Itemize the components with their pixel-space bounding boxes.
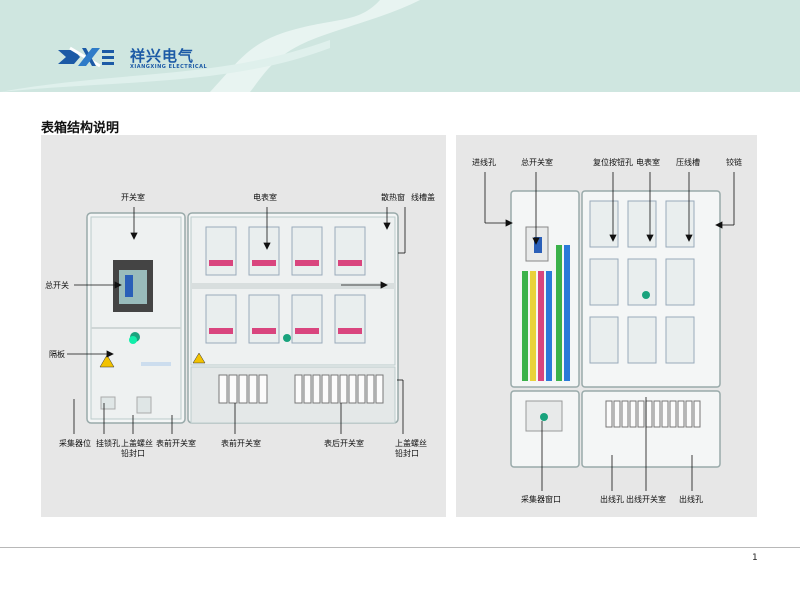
label-main-switch-room: 总开关室 xyxy=(521,158,553,167)
label-outlet-hole-left: 出线孔 xyxy=(600,495,624,504)
label-wire-slot-cover: 线槽盖 xyxy=(411,193,435,202)
label-collector-window: 采集器窗口 xyxy=(521,495,561,504)
header-banner: 祥兴电气 XIANGXING ELECTRICAL xyxy=(0,0,800,92)
right-meter-box-illustration xyxy=(484,172,735,491)
label-front-switch-room-b: 表前开关室 xyxy=(221,439,261,448)
label-inlet-hole: 进线孔 xyxy=(472,158,496,167)
right-diagram-panel: 进线孔 总开关室 复位按钮孔 电表室 压线槽 铰链 采集器窗口 出线孔 出线开关… xyxy=(456,135,757,517)
label-main-switch: 总开关 xyxy=(45,281,69,290)
footer-divider xyxy=(0,547,800,548)
left-meter-box-illustration xyxy=(67,207,406,434)
label-partition: 隔板 xyxy=(49,350,65,359)
label-cover-screw-line2: 铅封口 xyxy=(121,449,145,458)
banner-wave-decoration xyxy=(0,0,420,92)
label-lock-hole: 挂锁孔 xyxy=(96,439,120,448)
brand-name-cn: 祥兴电气 xyxy=(130,47,195,65)
label-outlet-hole-right: 出线孔 xyxy=(679,495,703,504)
label-front-switch-room-a: 表前开关室 xyxy=(156,439,196,448)
label-reset-hole: 复位按钮孔 xyxy=(593,158,633,167)
label-hinge: 铰链 xyxy=(726,158,742,167)
label-cover-screw-right-line1: 上盖螺丝 xyxy=(395,439,427,448)
label-outlet-switch-room: 出线开关室 xyxy=(626,495,666,504)
brand-logo xyxy=(56,44,116,70)
label-heat-window: 散热窗 xyxy=(381,193,405,202)
label-rear-switch-room: 表后开关室 xyxy=(324,439,364,448)
label-cover-screw-line1: 上盖螺丝 xyxy=(121,439,153,448)
label-right-meter-room: 电表室 xyxy=(636,158,660,167)
label-pressure-slot: 压线槽 xyxy=(676,158,700,167)
left-diagram-panel: 开关室 电表室 散热窗 线槽盖 总开关 隔板 采集器位 挂锁孔 上盖螺丝 铅封口… xyxy=(41,135,446,517)
label-collector-position: 采集器位 xyxy=(59,439,91,448)
label-switch-room: 开关室 xyxy=(121,193,145,202)
page-number: 1 xyxy=(752,553,758,563)
section-title: 表箱结构说明 xyxy=(41,121,120,136)
brand-name-en: XIANGXING ELECTRICAL xyxy=(130,64,208,70)
label-cover-screw-right-line2: 铅封口 xyxy=(395,449,419,458)
label-meter-room: 电表室 xyxy=(253,193,277,202)
